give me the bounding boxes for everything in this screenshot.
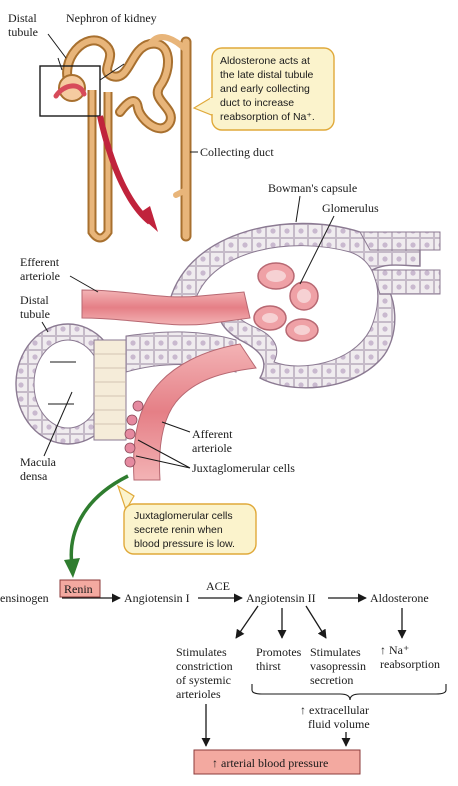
- svg-text:Juxtaglomerular cells: Juxtaglomerular cells: [134, 510, 233, 522]
- label-juxtaglomerular-cells: Juxtaglomerular cells: [192, 461, 295, 475]
- svg-text:reabsorption of Na⁺.: reabsorption of Na⁺.: [220, 111, 315, 123]
- aldosterone-callout-line3: and early collecting: [220, 83, 310, 95]
- ecf-brace: [251, 684, 447, 701]
- svg-text:duct to increase: duct to increase: [220, 97, 294, 109]
- effect-vasopressin-3: secretion: [310, 673, 353, 687]
- effect-constriction-1: Stimulates: [176, 645, 227, 659]
- glomerulus-capillaries: [253, 262, 319, 342]
- flow-ace: ACE: [206, 579, 230, 593]
- svg-text:the late distal tubule: the late distal tubule: [220, 69, 314, 81]
- label-distal-tubule-top-2: tubule: [8, 25, 38, 39]
- effect-constriction-4: arterioles: [176, 687, 221, 701]
- renin-callout-line3: blood pressure is low.: [134, 538, 235, 550]
- effect-vasopressin-2: vasopressin: [310, 659, 366, 673]
- aldosterone-callout-line4: duct to increase: [220, 97, 294, 109]
- label-distal-tubule-mid-2: tubule: [20, 307, 50, 321]
- renin-callout: Juxtaglomerular cells secrete renin when…: [116, 484, 257, 555]
- effect-na-2: reabsorption: [380, 657, 440, 671]
- flow-angiotensin-2: Angiotensin II: [246, 591, 316, 605]
- svg-text:and early collecting: and early collecting: [220, 83, 310, 95]
- efferent-arteriole: [81, 289, 251, 326]
- ecf-volume-2: fluid volume: [308, 717, 370, 731]
- effect-constriction-3: of systemic: [176, 673, 231, 687]
- label-afferent-arteriole-1: Afferent: [192, 427, 233, 441]
- effect-thirst-1: Promotes: [256, 645, 302, 659]
- svg-text:blood pressure is low.: blood pressure is low.: [134, 538, 235, 550]
- flow-angiotensinogen: ensinogen: [0, 591, 49, 605]
- aldosterone-callout-line1: Aldosterone acts at: [220, 55, 310, 67]
- effect-vasopressin-1: Stimulates: [310, 645, 361, 659]
- label-glomerulus: Glomerulus: [322, 201, 379, 215]
- flow-aldosterone: Aldosterone: [370, 591, 429, 605]
- renin-box: [59, 579, 101, 598]
- renin-release-arrow: [69, 474, 129, 567]
- afferent-arteriole: [133, 343, 257, 481]
- raas-flowchart: Renin ensinogen Angiotensin I ACE Angiot…: [0, 579, 447, 775]
- label-bowmans-capsule: Bowman's capsule: [268, 181, 357, 195]
- aldosterone-callout-line5: reabsorption of Na⁺.: [220, 111, 315, 123]
- juxtaglomerular-cells: [124, 400, 144, 468]
- flow-angiotensin-1: Angiotensin I: [124, 591, 190, 605]
- flow-result: ↑ arterial blood pressure: [212, 756, 328, 770]
- label-efferent-arteriole-1: Efferent: [20, 255, 60, 269]
- label-distal-tubule-mid-1: Distal: [20, 293, 49, 307]
- effect-na-1: ↑ Na⁺: [380, 643, 409, 657]
- label-macula-densa-2: densa: [20, 469, 48, 483]
- label-distal-tubule-top-1: Distal: [8, 11, 37, 25]
- ecf-volume-1: ↑ extracellular: [300, 703, 369, 717]
- aldosterone-callout: Aldosterone acts at the late distal tubu…: [192, 47, 335, 131]
- zoom-box: [39, 65, 101, 117]
- label-nephron-of-kidney: Nephron of kidney: [66, 11, 157, 25]
- renin-callout-line1: Juxtaglomerular cells: [134, 510, 233, 522]
- flow-renin: Renin: [64, 582, 93, 596]
- aldosterone-callout-line2: the late distal tubule: [220, 69, 314, 81]
- result-box: [193, 749, 361, 775]
- nephron-illustration: [39, 34, 192, 243]
- effect-thirst-2: thirst: [256, 659, 281, 673]
- label-macula-densa-1: Macula: [20, 455, 57, 469]
- svg-text:secrete renin when: secrete renin when: [134, 524, 223, 536]
- renin-callout-line2: secrete renin when: [134, 524, 223, 536]
- juxtaglomerular-apparatus: [15, 222, 441, 481]
- svg-text:Aldosterone acts at: Aldosterone acts at: [220, 55, 310, 67]
- label-collecting-duct: Collecting duct: [200, 145, 274, 159]
- distal-tubule-cross-section: [15, 323, 127, 445]
- label-afferent-arteriole-2: arteriole: [192, 441, 232, 455]
- effect-constriction-2: constriction: [176, 659, 233, 673]
- label-efferent-arteriole-2: arteriole: [20, 269, 60, 283]
